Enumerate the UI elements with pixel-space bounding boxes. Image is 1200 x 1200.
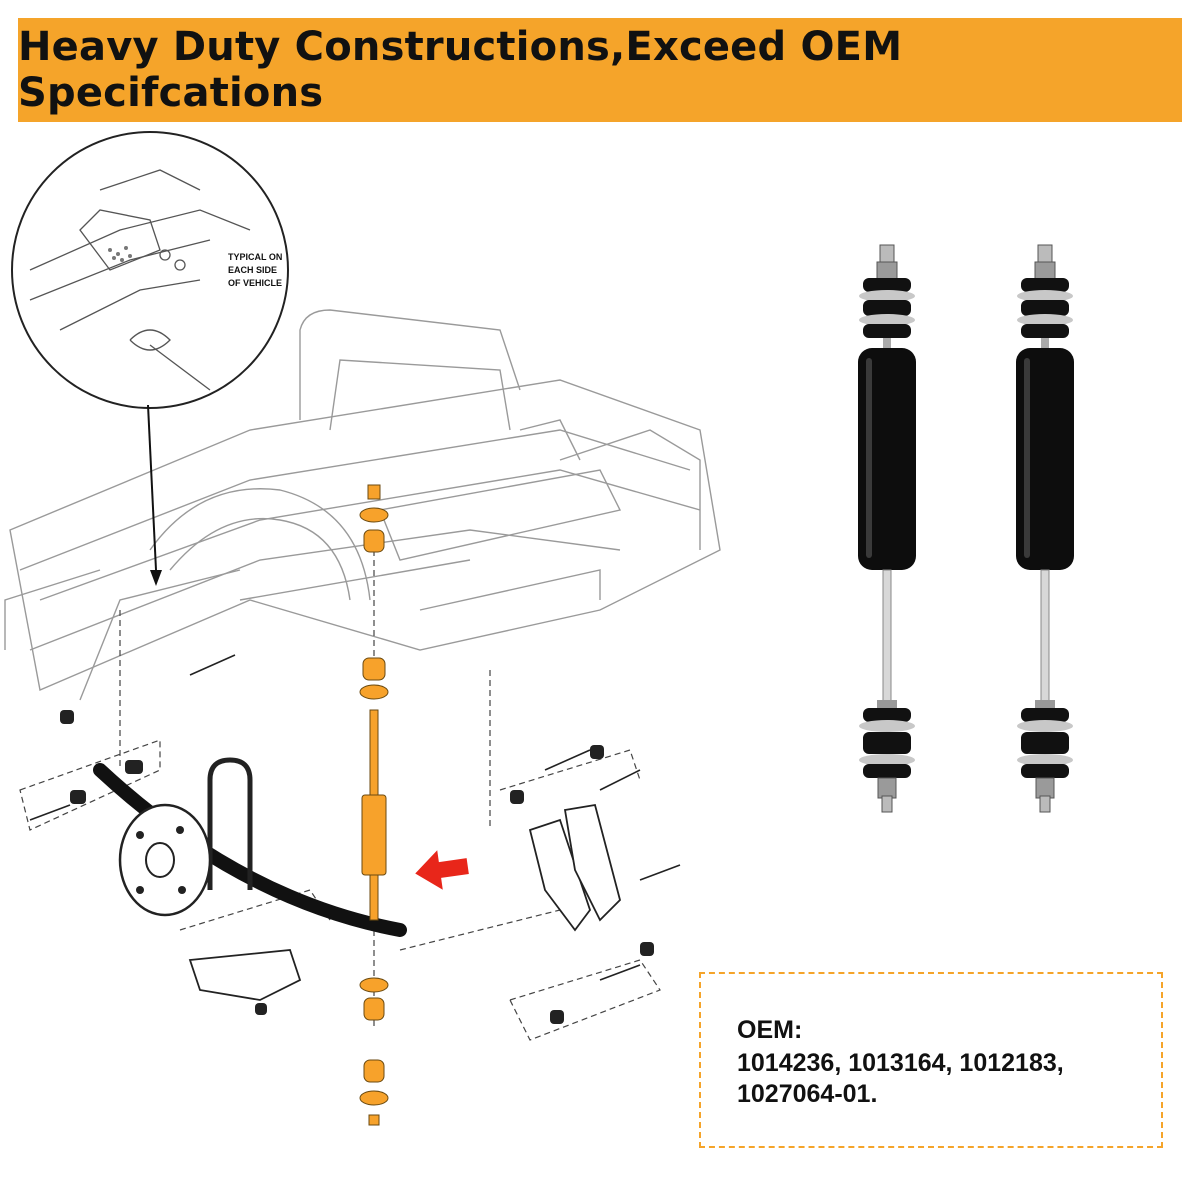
shock-absorber-left xyxy=(858,244,916,813)
wheel-hub xyxy=(118,803,212,917)
oem-title: OEM: xyxy=(737,1016,803,1044)
shock-absorber-right xyxy=(1016,244,1074,813)
red-arrow-indicator xyxy=(415,850,469,890)
banner-title: Heavy Duty Constructions,Exceed OEM Spec… xyxy=(18,24,903,116)
callout-line-2: EACH SIDE xyxy=(228,265,277,275)
callout-line-1: TYPICAL ON xyxy=(228,252,282,262)
leaf-spring xyxy=(93,757,407,937)
detail-callout: TYPICAL ON EACH SIDE OF VEHICLE xyxy=(11,131,289,409)
highlighted-shock-assembly xyxy=(359,484,389,1126)
shock-absorber-pair xyxy=(858,244,1074,813)
callout-pointer xyxy=(147,404,162,586)
callout-line-3: OF VEHICLE xyxy=(228,278,282,288)
suspension-diagram: TYPICAL ON EACH SIDE OF VEHICLE xyxy=(4,131,721,1126)
oem-info-box: OEM: 1014236, 1013164, 1012183, 1027064-… xyxy=(699,972,1163,1148)
oem-numbers: 1014236, 1013164, 1012183, 1027064-01. xyxy=(737,1049,1064,1108)
header-banner: Heavy Duty Constructions,Exceed OEM Spec… xyxy=(18,18,1182,122)
